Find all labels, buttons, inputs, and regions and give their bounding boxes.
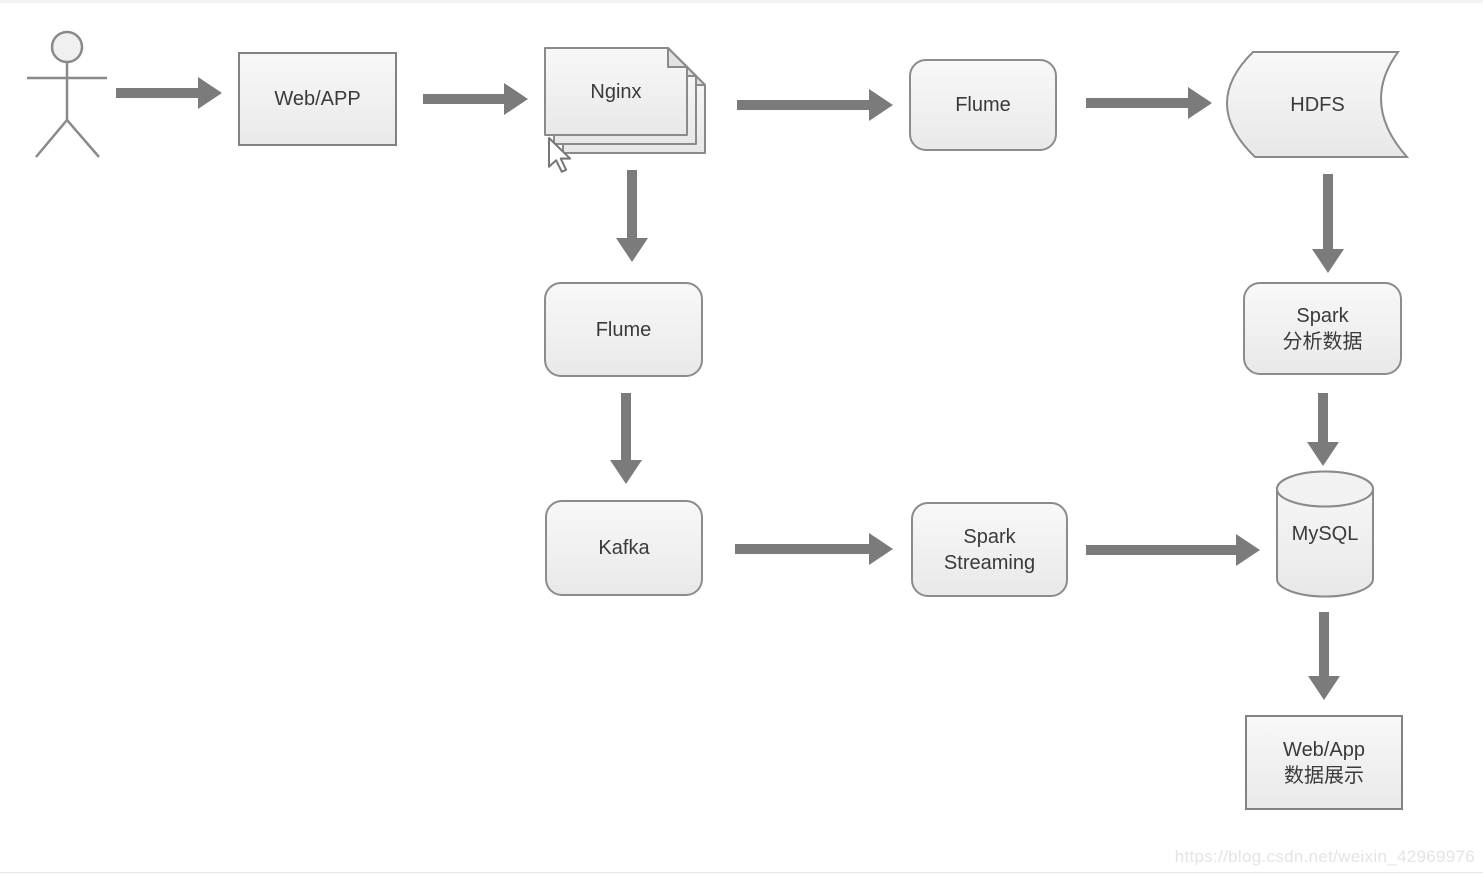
node-nginx: Nginx	[545, 48, 687, 135]
node-web-app-label: Web/APP	[274, 88, 361, 110]
node-flume-top-label: Flume	[955, 94, 1011, 116]
node-web-app: Web/APP	[238, 52, 397, 146]
database-cylinder-shape	[1276, 470, 1374, 598]
node-flume-top: Flume	[909, 59, 1057, 151]
stored-data-shape	[1226, 51, 1410, 158]
bottom-divider	[0, 872, 1483, 873]
node-kafka-label: Kafka	[598, 537, 650, 559]
node-kafka: Kafka	[545, 500, 703, 596]
node-spark-analyze: Spark 分析数据	[1243, 282, 1402, 375]
node-web-app-display-line2: 数据展示	[1284, 764, 1364, 787]
mouse-pointer-icon	[547, 136, 572, 173]
node-spark-streaming-line2: Streaming	[943, 551, 1036, 574]
node-spark-analyze-line2: 分析数据	[1282, 330, 1363, 353]
node-nginx-label: Nginx	[590, 80, 642, 103]
node-flume-mid-label: Flume	[595, 318, 652, 341]
top-strip	[0, 0, 1483, 3]
node-hdfs-label: HDFS	[1290, 93, 1345, 116]
node-spark-streaming: Spark Streaming	[911, 502, 1068, 597]
stick-figure-icon	[27, 30, 107, 158]
node-web-app-display: Web/App 数据展示	[1245, 715, 1403, 810]
watermark-url: https://blog.csdn.net/weixin_42969976	[1174, 847, 1475, 866]
node-flume-mid: Flume	[544, 282, 703, 377]
node-mysql-label: MySQL	[1291, 523, 1359, 545]
node-spark-analyze-line1: Spark	[1296, 304, 1349, 327]
node-mysql: MySQL	[1277, 478, 1373, 590]
node-spark-streaming-line1: Spark	[963, 525, 1016, 548]
document-stack-shape	[544, 47, 706, 154]
node-hdfs: HDFS	[1240, 52, 1395, 157]
node-web-app-display-line1: Web/App	[1283, 738, 1365, 761]
